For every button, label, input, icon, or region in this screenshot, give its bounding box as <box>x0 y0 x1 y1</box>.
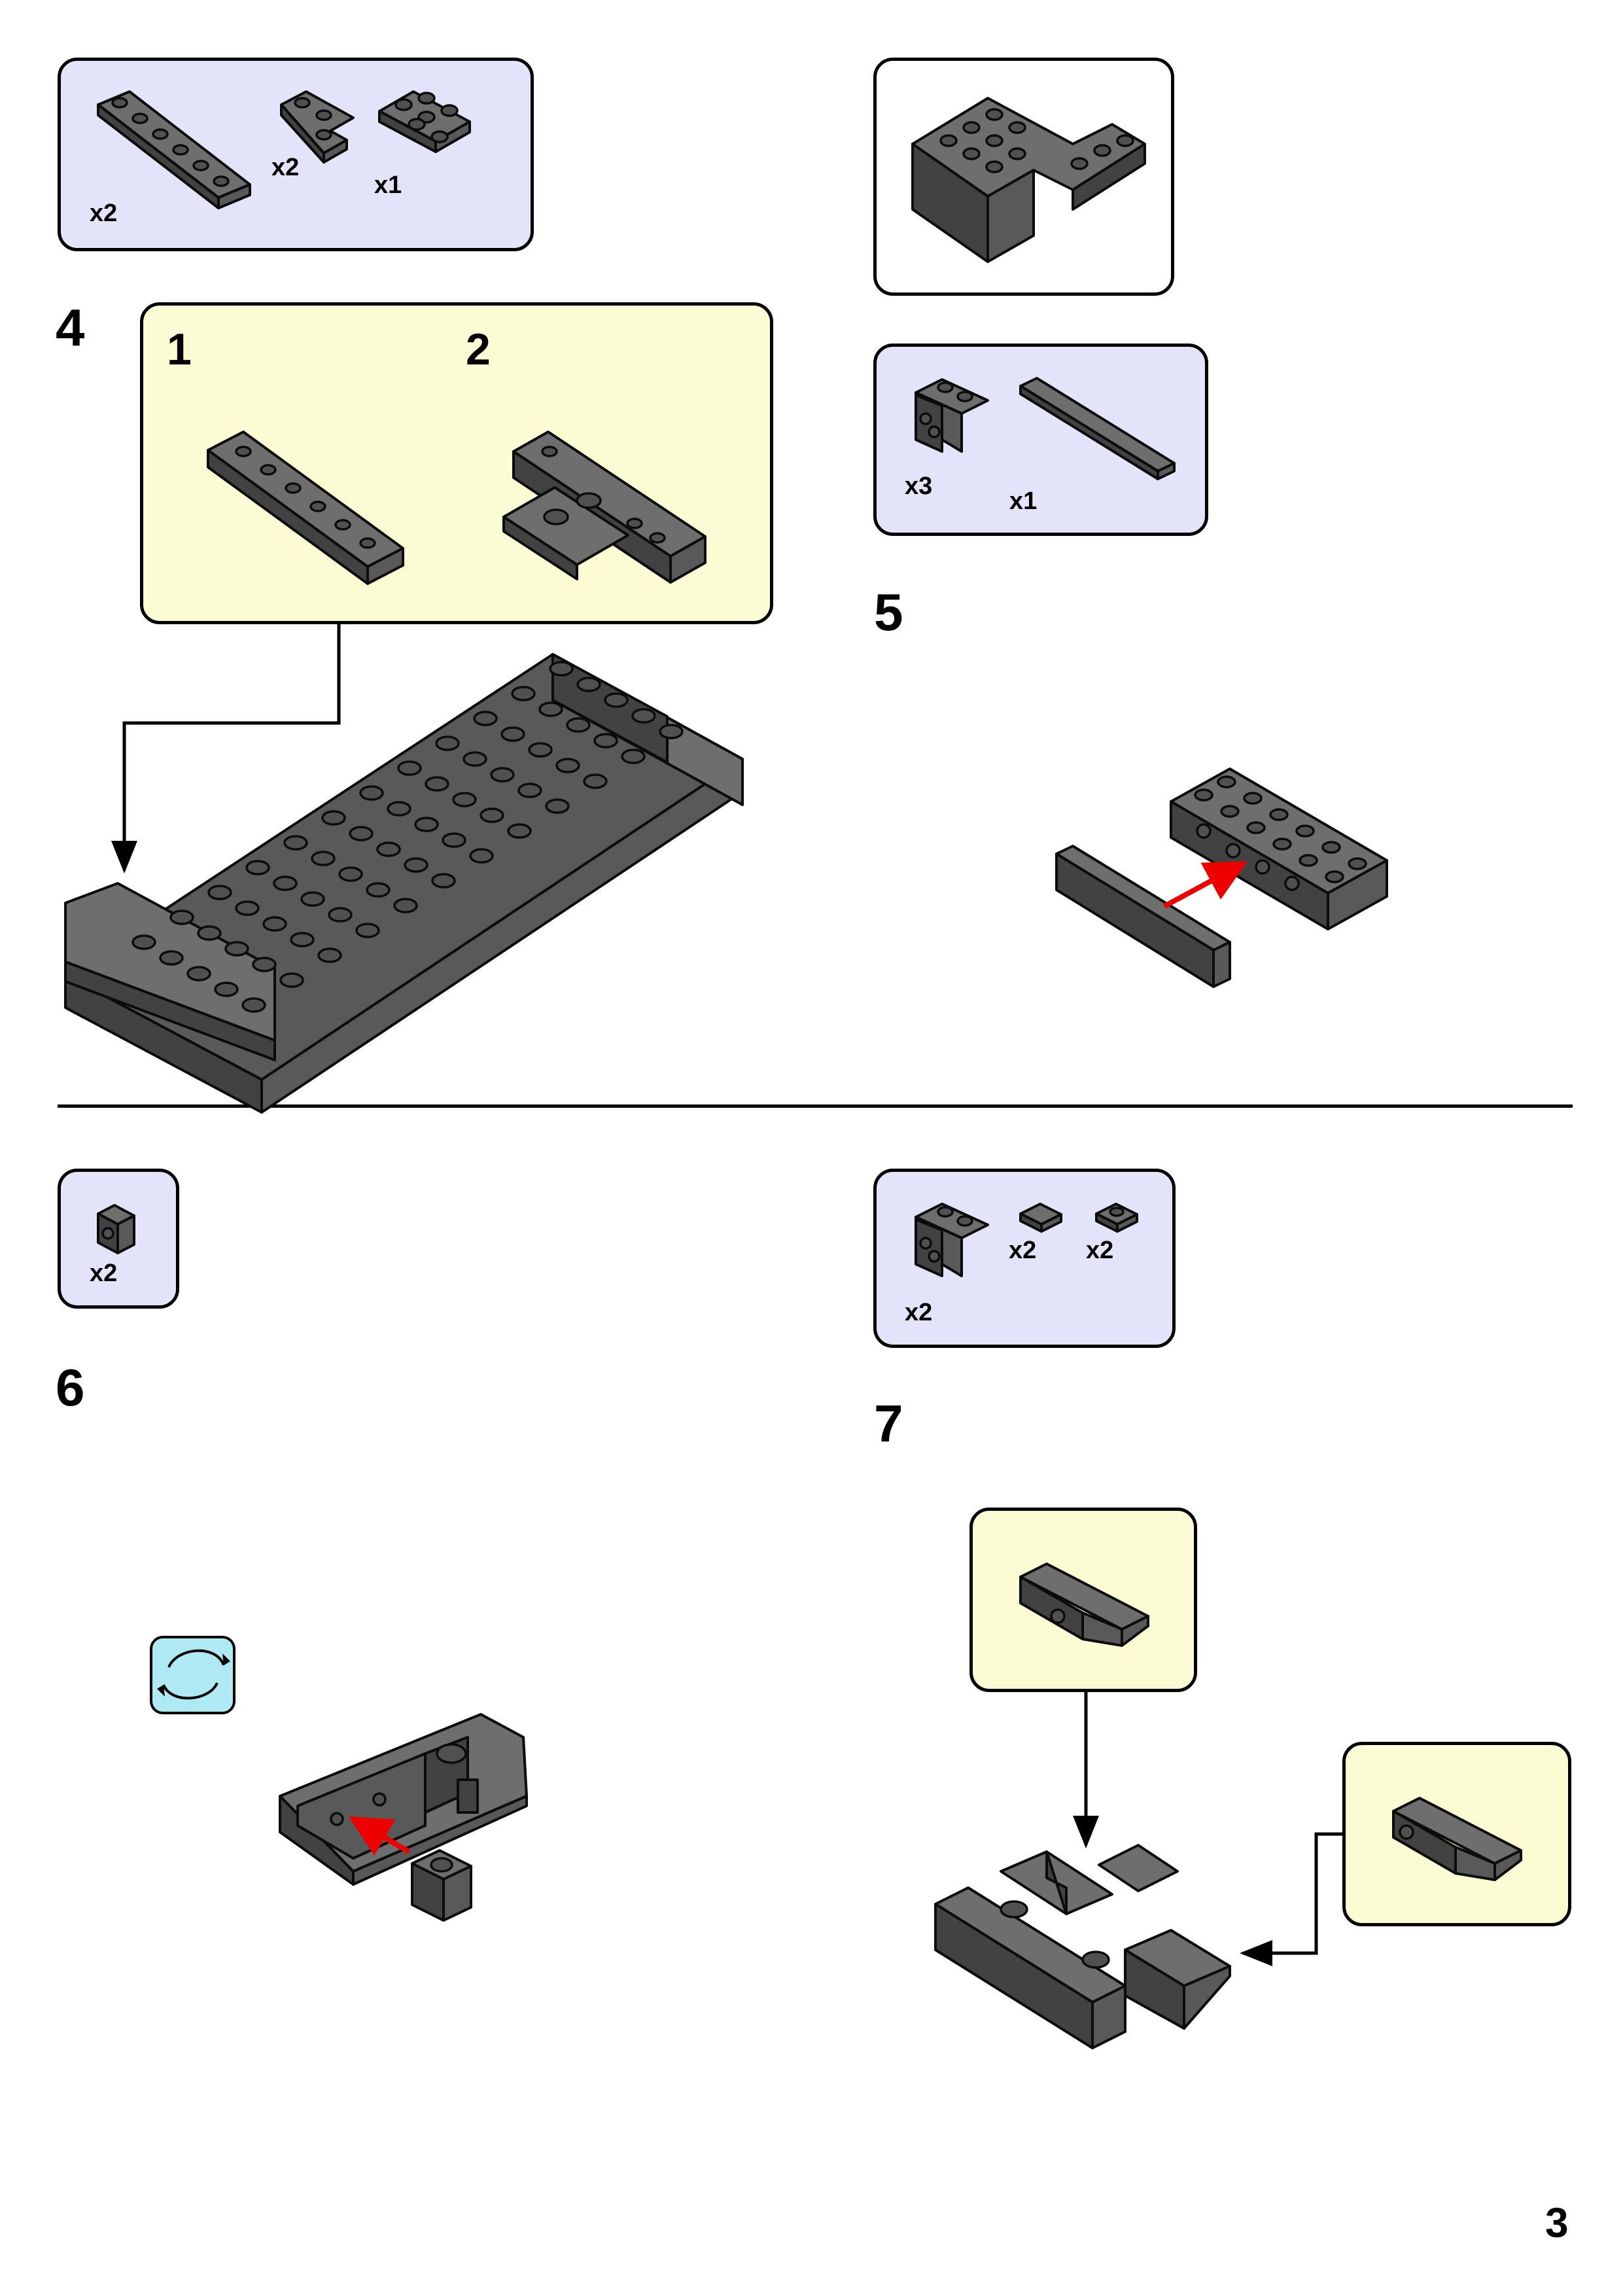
plate-stud <box>519 784 541 797</box>
part-plate-1x1 <box>1096 1204 1137 1231</box>
plate-stud <box>415 818 438 831</box>
plate-stud <box>350 827 372 840</box>
page-number: 3 <box>1545 2199 1569 2247</box>
plate-stud <box>291 933 313 946</box>
plate-stud <box>264 917 286 930</box>
plate-stud <box>529 743 551 756</box>
step7-part1-qty: x2 <box>905 1299 932 1327</box>
part-bracket-1x2-b <box>916 1204 988 1276</box>
plate-stud <box>377 843 400 856</box>
plate-stud <box>243 998 265 1012</box>
callout-top-subassembly <box>1021 1564 1148 1646</box>
step4-number: 4 <box>56 298 85 358</box>
step5-part1-qty: x3 <box>905 472 932 501</box>
part-technic-brick-1x1 <box>98 1205 134 1253</box>
plate-stud <box>508 824 531 838</box>
plate-stud <box>388 802 410 815</box>
subassembly-2-bracket <box>504 432 705 582</box>
plate-stud <box>436 737 459 750</box>
plate-stud <box>357 924 379 937</box>
step7-assembly <box>935 1845 1230 2048</box>
step6-assembly <box>280 1714 527 1884</box>
step7-part2-qty: x2 <box>1009 1237 1036 1265</box>
plate-stud <box>595 734 617 747</box>
plate-stud <box>578 678 600 691</box>
plate-stud <box>660 725 682 738</box>
callout-right-subassembly <box>1393 1798 1521 1880</box>
part-tile-1x1 <box>1021 1204 1061 1231</box>
plate-stud <box>281 974 303 987</box>
plate-stud <box>171 911 193 924</box>
plate-stud <box>546 800 568 813</box>
plate-stud <box>432 874 455 887</box>
plate-stud <box>274 877 296 890</box>
plate-stud <box>584 775 606 788</box>
step7-number: 7 <box>874 1394 903 1454</box>
plate-stud <box>394 899 417 912</box>
step5-loose-tile <box>1056 846 1230 987</box>
plate-stud <box>426 777 448 790</box>
plate-stud <box>398 762 421 775</box>
plate-stud <box>502 728 524 741</box>
plate-stud <box>633 709 655 722</box>
part-tile-1x6 <box>1021 378 1174 479</box>
plate-stud <box>329 908 351 921</box>
plate-stud <box>340 868 362 881</box>
step5-preview-model <box>913 98 1145 262</box>
plate-stud <box>453 793 476 806</box>
step5-assembly <box>1171 769 1387 929</box>
plate-stud <box>226 942 248 955</box>
plate-stud <box>160 951 183 964</box>
plate-stud <box>367 883 389 896</box>
plate-stud <box>405 858 427 872</box>
plate-stud <box>323 811 345 824</box>
plate-stud <box>512 687 534 700</box>
plate-stud <box>302 892 324 906</box>
step4-substep-1: 1 <box>167 324 192 375</box>
plate-stud <box>474 712 497 725</box>
plate-stud <box>236 902 258 915</box>
step5-number: 5 <box>874 582 903 643</box>
part-plate-corner <box>281 92 353 162</box>
plate-stud <box>198 927 220 940</box>
plate-stud <box>209 886 231 899</box>
step4-part3-qty: x1 <box>374 171 402 200</box>
plate-stud <box>550 662 572 675</box>
step6-loose-brick <box>412 1850 471 1920</box>
plate-stud <box>312 852 334 865</box>
plate-stud <box>215 983 237 996</box>
plate-stud <box>605 694 627 707</box>
part-bracket-1x2 <box>916 380 988 451</box>
plate-stud <box>188 967 210 980</box>
step4-part1-qty: x2 <box>90 200 117 228</box>
part-plate-2x2 <box>379 92 470 152</box>
plate-stud <box>247 861 269 874</box>
plate-stud <box>557 759 579 772</box>
subassembly-1-beam <box>208 432 403 584</box>
plate-stud <box>567 718 589 732</box>
plate-stud <box>285 836 307 849</box>
plate-stud <box>470 849 493 862</box>
plate-stud <box>464 752 486 766</box>
step6-part1-qty: x2 <box>90 1260 117 1288</box>
plate-stud <box>622 750 644 763</box>
plate-stud <box>540 703 562 716</box>
step7-part3-qty: x2 <box>1086 1237 1113 1265</box>
plate-stud <box>253 958 275 971</box>
part-plate-1x6 <box>98 92 250 208</box>
step6-number: 6 <box>56 1358 85 1418</box>
plate-stud <box>481 809 503 822</box>
plate-stud <box>319 949 341 962</box>
step4-substep-2: 2 <box>466 324 491 375</box>
plate-stud <box>133 936 155 949</box>
rotate-model-icon <box>157 1651 230 1699</box>
step5-part2-qty: x1 <box>1009 487 1037 516</box>
step4-part2-qty: x2 <box>271 154 299 182</box>
plate-stud <box>443 834 465 847</box>
plate-stud <box>360 786 383 800</box>
plate-stud <box>491 768 514 781</box>
